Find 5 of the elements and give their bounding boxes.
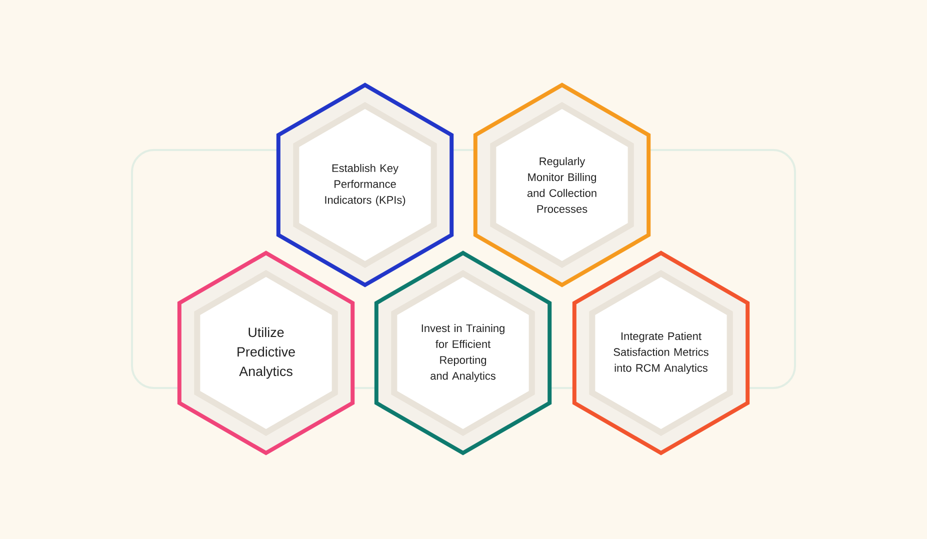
hexagon: Regularly Monitor Billing and Collection Processes — [473, 82, 651, 288]
hexagon: Integrate Patient Satisfaction Metrics into RCM Analytics — [572, 250, 750, 456]
hexagon: Utilize Predictive Analytics — [177, 250, 355, 456]
hexagon: Invest in Training for Efficient Reporting and Analytics — [374, 250, 552, 456]
hexagon: Establish Key Performance Indicators (KPIs) — [276, 82, 454, 288]
